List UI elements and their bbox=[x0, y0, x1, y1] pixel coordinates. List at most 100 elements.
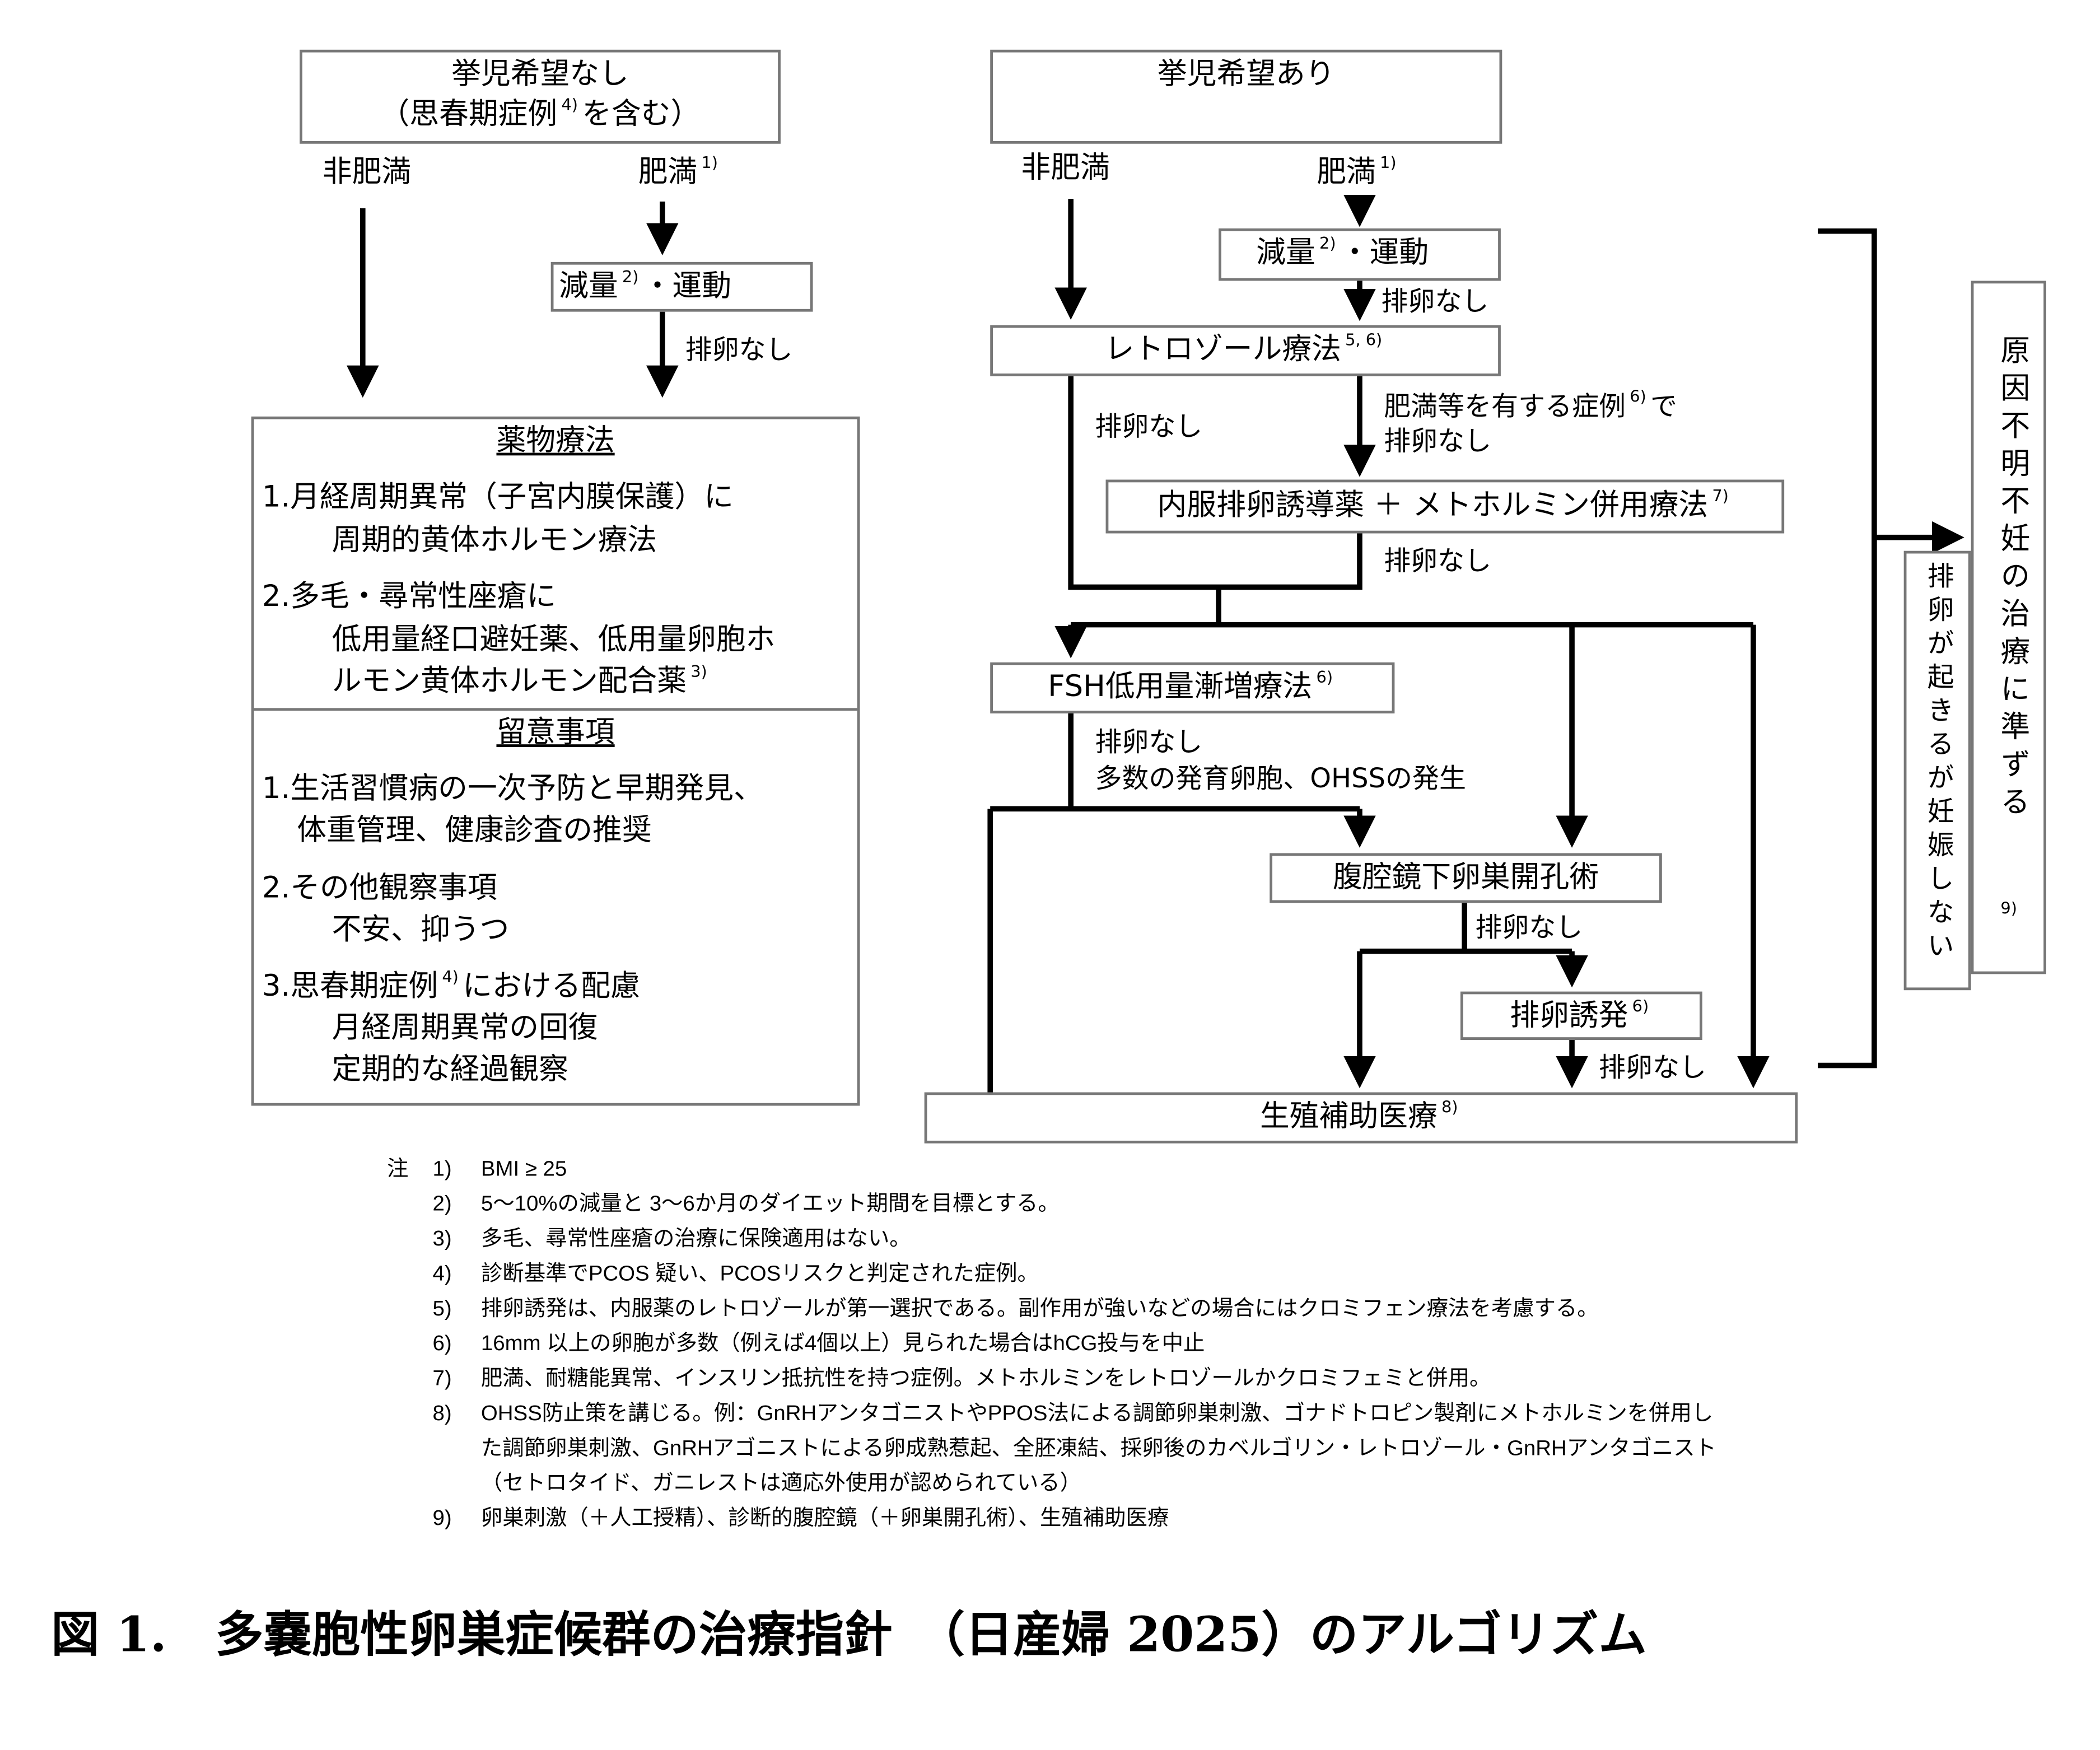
right-non-obese-label: 非肥満 bbox=[1021, 152, 1110, 186]
footnote-number: 6) bbox=[432, 1333, 452, 1356]
label: 排卵が起きるが妊娠しない bbox=[1922, 561, 1955, 965]
text: 減量 bbox=[1256, 236, 1315, 270]
label: 腹腔鏡下卵巣開孔術 bbox=[1332, 861, 1599, 895]
drug-item1-detail: 周期的黄体ホルモン療法 bbox=[332, 524, 657, 558]
footnote-text: 多毛、尋常性座瘡の治療に保険適用はない。 bbox=[480, 1228, 911, 1251]
notes-item3-detail: 月経周期異常の回復 bbox=[332, 1011, 598, 1046]
footnote-ref: 9) bbox=[2000, 899, 2017, 918]
obese-case-no-ovulation: 排卵なし bbox=[1384, 424, 1492, 457]
footnote-list: 1) BMI ≥ 25 2) 5〜10%の減量と 3〜6か月のダイエット期間を目標とす… bbox=[433, 1153, 1716, 1537]
footnote-item: 7) 肥満、耐糖能異常、インスリン抵抗性を持つ症例。メトホルミンをレトロゾールかク… bbox=[433, 1362, 1716, 1397]
left-non-obese-label: 非肥満 bbox=[322, 156, 412, 190]
footnote-ref: 4) bbox=[561, 95, 578, 114]
text: 3.思春期症例 bbox=[262, 970, 438, 1004]
drug-therapy-title: 薬物療法 bbox=[496, 424, 615, 459]
text: 排卵誘発 bbox=[1510, 1000, 1628, 1033]
footnote-item: 3) 多毛、尋常性座瘡の治療に保険適用はない。 bbox=[433, 1222, 1716, 1257]
label: 原因不明不妊の治療に準ずる bbox=[1995, 334, 2029, 824]
drug-item2: 2.多毛・尋常性座瘡に bbox=[262, 580, 557, 614]
text: ・運動 bbox=[642, 270, 732, 304]
footnote-item: 2) 5〜10%の減量と 3〜6か月のダイエット期間を目標とする。 bbox=[433, 1188, 1716, 1222]
left-no-ovulation-label: 排卵なし bbox=[685, 333, 793, 366]
footnote-text: た調節卵巣刺激、GnRHアゴニストによる卵成熟惹起、全胚凍結、採卵後のカベルゴリ… bbox=[480, 1438, 1716, 1460]
notes-item3-detail2: 定期的な経過観察 bbox=[332, 1053, 568, 1087]
footnote-number: 3) bbox=[432, 1228, 452, 1251]
left-treatment-box: 薬物療法 1.月経周期異常（子宮内膜保護）に 周期的黄体ホルモン療法 2.多毛・… bbox=[251, 416, 860, 1106]
drug-item1: 1.月経周期異常（子宮内膜保護）に bbox=[262, 480, 734, 515]
divider bbox=[254, 708, 857, 711]
text: 内服排卵誘導薬 ＋ メトホルミン併用療法 bbox=[1157, 489, 1709, 523]
text: 減量 bbox=[559, 270, 618, 304]
drug-item2-detail: 低用量経口避妊薬、低用量卵胞ホ bbox=[332, 623, 776, 657]
text: で bbox=[1650, 389, 1677, 422]
no-ovulation-label: 排卵なし bbox=[1381, 284, 1489, 318]
footnote-item: 5) 排卵誘発は、内服薬のレトロゾールが第一選択である。副作用が強いなどの場合には… bbox=[433, 1292, 1716, 1327]
footnote-text: BMI ≥ 25 bbox=[480, 1158, 567, 1181]
text: 肥満 bbox=[1317, 156, 1376, 190]
footnote-text: 5〜10%の減量と 3〜6か月のダイエット期間を目標とする。 bbox=[480, 1193, 1060, 1216]
footnote-ref: 7) bbox=[1712, 486, 1729, 506]
footnote-text: 診断基準でPCOS 疑い、PCOSリスクと判定された症例。 bbox=[480, 1263, 1039, 1286]
footnote-item: 6)16mm 以上の卵胞が多数（例えば4個以上）見られた場合はhCG投与を中止 bbox=[433, 1327, 1716, 1362]
footnote-ref: 1) bbox=[1380, 153, 1397, 172]
fsh-note-no-ovulation: 排卵なし bbox=[1095, 725, 1203, 758]
fsh-note-ohss: 多数の発育卵胞、OHSSの発生 bbox=[1095, 762, 1466, 794]
footnote-text: 排卵誘発は、内服薬のレトロゾールが第一選択である。副作用が強いなどの場合にはクロ… bbox=[480, 1298, 1599, 1321]
header: 挙児希望あり bbox=[1157, 58, 1335, 92]
no-ovulation-label: 排卵なし bbox=[1475, 911, 1583, 944]
footnote-ref: 3) bbox=[690, 662, 707, 682]
fertility-wish-box: 挙児希望あり bbox=[990, 49, 1502, 144]
no-ovulation-label: 排卵なし bbox=[1384, 544, 1492, 577]
footnote-number: 7) bbox=[432, 1368, 452, 1391]
text: 生殖補助医療 bbox=[1260, 1100, 1438, 1134]
footnote-number: 5) bbox=[432, 1298, 452, 1321]
footnote-ref: 6) bbox=[1630, 386, 1646, 406]
footnote-ref: 4) bbox=[442, 967, 459, 987]
footnote-number: 2) bbox=[432, 1193, 452, 1216]
footnote-item: 9)卵巣刺激（＋人工授精）、診断的腹腔鏡（＋卵巣開孔術）、生殖補助医療 bbox=[433, 1502, 1716, 1537]
footnote-text: （セトロタイド、ガニレストは適応外使用が認められている） bbox=[480, 1472, 1082, 1496]
text: 肥満 bbox=[638, 156, 698, 190]
text: 肥満等を有する症例 bbox=[1384, 389, 1626, 422]
footnote-ref: 6) bbox=[1632, 997, 1649, 1016]
footnote-ref: 1) bbox=[701, 153, 718, 172]
footnote-item: 1) BMI ≥ 25 bbox=[433, 1153, 1716, 1188]
text: レトロゾール療法 bbox=[1104, 333, 1341, 367]
text: （思春期症例 bbox=[380, 98, 558, 132]
footnote-number: 1) bbox=[432, 1158, 452, 1181]
footnote-text: OHSS防止策を講じる。例：GnRHアンタゴニストやPPOS法による調節卵巣刺激… bbox=[480, 1402, 1714, 1426]
footnote-item: 8) OHSS防止策を講じる。例：GnRHアンタゴニストやPPOS法による調節卵巣… bbox=[433, 1397, 1716, 1432]
footnote-ref: 2) bbox=[1319, 234, 1336, 253]
notes-item1-detail: 体重管理、健康診査の推奨 bbox=[297, 814, 652, 848]
laparoscopy-box: 腹腔鏡下卵巣開孔術 bbox=[1270, 853, 1662, 903]
footnote-number: 8) bbox=[432, 1402, 452, 1426]
text: における配慮 bbox=[463, 970, 640, 1004]
footnote-ref: 6) bbox=[1316, 668, 1333, 687]
no-pregnancy-box: 排卵が起きるが妊娠しない bbox=[1903, 550, 1971, 991]
footnote-item: た調節卵巣刺激、GnRHアゴニストによる卵成熟惹起、全胚凍結、採卵後のカベルゴリ… bbox=[433, 1432, 1716, 1467]
footnote-text: 肥満、耐糖能異常、インスリン抵抗性を持つ症例。メトホルミンをレトロゾールかクロミ… bbox=[480, 1368, 1491, 1391]
footnote-text: 卵巣刺激（＋人工授精）、診断的腹腔鏡（＋卵巣開孔術）、生殖補助医療 bbox=[480, 1507, 1169, 1530]
bracket bbox=[1818, 228, 1877, 1068]
footnote-item: （セトロタイド、ガニレストは適応外使用が認められている） bbox=[433, 1467, 1716, 1502]
header-line1: 挙児希望なし bbox=[451, 58, 629, 92]
no-ovulation-label: 排卵なし bbox=[1095, 409, 1203, 442]
notes-item2-detail: 不安、抑うつ bbox=[332, 913, 510, 948]
text: ルモン黄体ホルモン配合薬 bbox=[332, 665, 687, 699]
